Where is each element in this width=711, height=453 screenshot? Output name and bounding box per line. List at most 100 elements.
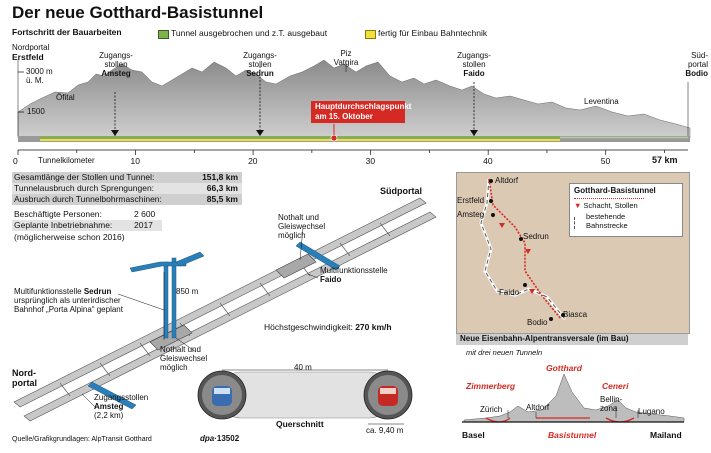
faido-access-tunnel	[295, 241, 341, 271]
map-sedrun: Sedrun	[523, 232, 549, 241]
piz-vatgira-label: Piz Vatgira	[333, 49, 359, 67]
sedrun-shaft-a	[163, 261, 169, 339]
legend-shaft-icon: ▼	[574, 201, 582, 210]
map-erstfeld: Erstfeld	[457, 196, 485, 205]
page-title: Der neue Gotthard-Basistunnel	[12, 3, 264, 22]
legend-yellow-swatch	[365, 30, 376, 39]
neat-mailand: Mailand	[650, 430, 682, 440]
neat-mountains	[463, 373, 685, 423]
neat-ceneri: Ceneri	[602, 381, 629, 391]
amsteg-access-tunnel	[87, 381, 137, 410]
mfs-sedrun-label: Multifunktionsstelle Sedrun ursprünglich…	[14, 287, 123, 314]
legend-shaft-row: ▼ Schacht, Stollen	[574, 201, 638, 210]
neat-gotthard: Gotthard	[546, 363, 582, 373]
personen-label: Beschäftigte Personen:	[14, 209, 102, 219]
mountain-silhouette	[17, 59, 691, 139]
legend-green-label: Tunnel ausgebrochen und z.T. ausgebaut	[171, 28, 328, 38]
faido-marker-icon	[470, 130, 478, 136]
stat-row: Gesamtlänge der Stollen und Tunnel:151,8…	[12, 172, 242, 183]
cross-diameter-label: ca. 9,40 m	[366, 426, 404, 435]
base-tunnel-route	[488, 178, 562, 320]
neat-subtitle: mit drei neuen Tunneln	[466, 348, 543, 357]
existing-railway-dash	[480, 178, 566, 320]
axis-tick-label: 30	[365, 156, 376, 166]
nothalt-bottom-label: Nothalt und Gleiswechsel möglich	[160, 345, 208, 372]
sedrun-marker-icon	[256, 130, 264, 136]
suedportal-profile-label: Süd- portal Bodio	[685, 51, 708, 78]
map-dot-faido	[523, 283, 527, 287]
breakthrough-point-icon	[330, 134, 338, 142]
agency-credit: dpa·13502	[200, 434, 240, 443]
map-dot-erstfeld	[489, 199, 493, 203]
mountain-profile	[17, 59, 691, 155]
neat-basistunnel: Basistunnel	[548, 430, 597, 440]
legend-yellow-label: fertig für Einbau Bahntechnik	[378, 28, 488, 38]
stat-row: Ausbruch durch Tunnelbohrmaschinen:85,5 …	[12, 194, 242, 205]
map-dot-sedrun	[519, 237, 523, 241]
stat-row: Tunnelausbruch durch Sprengungen:66,3 km	[12, 183, 242, 194]
axis-tick-label: 0	[13, 156, 18, 166]
legend-green-swatch	[158, 30, 169, 39]
map-dot-altdorf	[489, 179, 493, 183]
amsteg-profile-label: Zugangs- stollen Amsteg	[99, 51, 133, 78]
tunnel-diagram	[13, 197, 437, 425]
map-altdorf: Altdorf	[495, 176, 519, 185]
cross-caption: Querschnitt	[276, 419, 324, 429]
suedportal-label: Südportal	[380, 186, 422, 196]
map-legend: Gotthard-Basistunnel ▼ Schacht, Stollen …	[569, 183, 683, 237]
emergency-stop-south	[275, 253, 317, 279]
route-map: Altdorf Erstfeld Amsteg Sedrun Faido Bod…	[456, 172, 690, 334]
map-shaft-marker-icon	[499, 223, 505, 228]
legend-existing-line	[574, 217, 583, 229]
axis-end-label: 57 km	[652, 155, 678, 165]
axis-ticks	[17, 150, 665, 155]
breakthrough-callout: Hauptdurchschlagspunkt am 15. Oktober	[311, 101, 411, 123]
sedrun-profile-label: Zugangs- stollen Sedrun	[243, 51, 277, 78]
map-shaft-marker-icon	[529, 289, 535, 294]
personen-value: 2 600	[134, 209, 156, 219]
map-dot-amsteg	[491, 213, 495, 217]
neat-profile	[462, 373, 685, 423]
axis-tick-label: 10	[130, 156, 140, 166]
axis-caption: Tunnelkilometer	[38, 156, 95, 165]
source-credit: Quelle/Grafikgrundlagen: AlpTransit Gott…	[12, 436, 152, 443]
amsteg-diagram-label: Zugangsstollen Amsteg (2,2 km)	[94, 393, 149, 420]
amsteg-marker-icon	[111, 130, 119, 136]
mfs-faido-label: Multifunktionsstelle Faido	[320, 266, 388, 284]
shaft-depth-label: 850 m	[176, 287, 199, 296]
faido-profile-label: Zugangs- stollen Faido	[457, 51, 491, 78]
sedrun-shaft-b	[171, 257, 177, 339]
map-dot-biasca	[561, 313, 565, 317]
sedrun-access-tunnel	[175, 251, 205, 267]
nordportal-diagram-label: Nord- portal	[12, 368, 38, 388]
inbetrieb-row: Geplante Inbetriebnahme: 2017	[12, 220, 162, 231]
neat-bellinzona: Bellin- zona	[600, 395, 623, 413]
axis-tick-label: 20	[248, 156, 258, 166]
neat-basel: Basel	[462, 430, 485, 440]
nothalt-top-label: Nothalt und Gleiswechsel möglich	[278, 213, 326, 240]
elev-3000-label: 3000 m	[26, 67, 53, 76]
inbetrieb-note: (möglicherweise schon 2016)	[14, 232, 125, 242]
leventina-label: Leventina	[584, 97, 619, 106]
map-dot-bodio	[549, 317, 553, 321]
elev-unit-label: ü. M.	[26, 76, 44, 85]
sedrun-shaft-top	[129, 261, 187, 273]
map-biasca: Biasca	[563, 310, 588, 319]
neat-zimmerberg: Zimmerberg	[466, 381, 516, 391]
neat-altdorf: Altdorf	[526, 403, 550, 412]
map-bodio: Bodio	[527, 318, 548, 327]
speed-label: Höchstgeschwindigkeit: 270 km/h	[264, 322, 392, 332]
map-faido: Faido	[499, 288, 520, 297]
cross-width-label: 40 m	[294, 363, 312, 372]
neat-lugano: Lugano	[638, 407, 665, 416]
legend-heading: Fortschritt der Bauarbeiten	[12, 27, 122, 37]
cross-section	[197, 369, 413, 425]
axis-tick-label: 40	[483, 156, 493, 166]
map-shaft-marker-icon	[525, 249, 531, 254]
oefital-label: Öfital	[56, 93, 75, 102]
axis-tick-label: 50	[600, 156, 611, 166]
map-amsteg: Amsteg	[457, 210, 485, 219]
elev-1500-label: 1500	[27, 107, 45, 116]
nordportal-label: Nordportal Erstfeld	[12, 43, 50, 62]
